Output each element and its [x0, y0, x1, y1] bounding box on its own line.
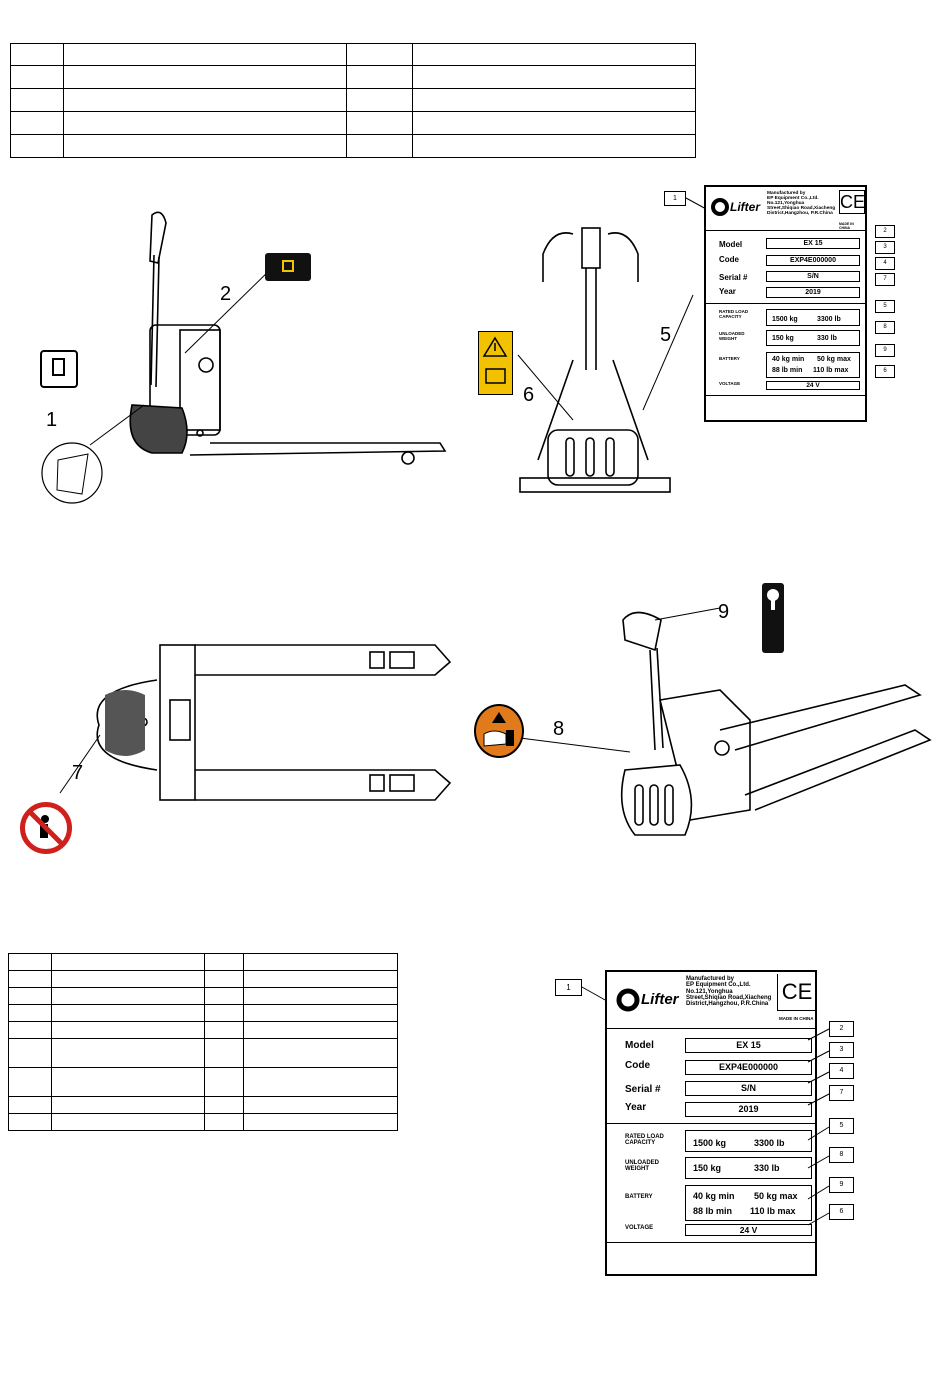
rear-view-drawing: [517, 227, 694, 493]
plate-callout-2-large: 2: [829, 1021, 854, 1037]
made-in-china-large: MADE IN CHINA: [779, 1016, 814, 1021]
plate-callout-3-large: 3: [829, 1042, 854, 1058]
callout-number-7: 7: [72, 762, 84, 784]
plate-callout-6-large: 6: [829, 1204, 854, 1220]
callout-number-8: 8: [553, 718, 565, 740]
key-switch-decal-icon: [762, 583, 784, 653]
plate-callout-1-large: 1: [555, 979, 582, 996]
battery-label: BATTERY: [719, 356, 740, 361]
serial-value: S/N: [766, 271, 860, 282]
plate-callout-7-small: 7: [875, 273, 895, 286]
code-label-large: Code: [625, 1060, 650, 1071]
plate-callout-8-small: 8: [875, 321, 895, 334]
plate-callout-4-large: 4: [829, 1063, 854, 1079]
plate-callout-7-large: 7: [829, 1085, 854, 1101]
plate-callout-4-small: 4: [875, 257, 895, 270]
model-label-large: Model: [625, 1040, 654, 1051]
serial-value-large: S/N: [685, 1081, 812, 1096]
model-label: Model: [719, 240, 743, 249]
side-view-figure: 2 1: [40, 205, 470, 510]
made-in-china: MADE IN CHINA: [839, 222, 854, 230]
plate-callout-2-small: 2: [875, 225, 895, 238]
code-value-large: EXP4E000000: [685, 1060, 812, 1075]
code-value: EXP4E000000: [766, 255, 860, 266]
side-view-drawing: [41, 211, 447, 504]
ce-mark: CE: [839, 190, 866, 214]
plate-callout-5-large: 5: [829, 1118, 854, 1134]
plate-callout-3-small: 3: [875, 241, 895, 254]
plate-callout-9-large: 9: [829, 1177, 854, 1193]
ce-mark-large: CE: [777, 974, 816, 1011]
callout-number-1: 1: [46, 409, 58, 431]
plate-callout-6-small: 6: [875, 365, 895, 378]
year-value-large: 2019: [685, 1102, 812, 1117]
callout-number-2: 2: [220, 283, 232, 305]
battery-fluid-decal-icon: [40, 350, 78, 388]
plate-callout-8-large: 8: [829, 1147, 854, 1163]
top-empty-table: [10, 43, 696, 158]
plate-callout-9-small: 9: [875, 344, 895, 357]
voltage-value: 24 V: [766, 381, 860, 390]
code-label: Code: [719, 255, 739, 264]
model-value: EX 15: [766, 238, 860, 249]
year-label-large: Year: [625, 1102, 647, 1113]
warning-read-manual-decal-icon: [478, 331, 513, 395]
year-label: Year: [719, 287, 736, 296]
voltage-value-large: 24 V: [685, 1224, 812, 1236]
hand-crush-warning-icon: [474, 704, 524, 758]
plate-callout-5-small: 5: [875, 300, 895, 313]
battery-decal-icon: [265, 253, 311, 281]
serial-label-large: Serial #: [625, 1084, 661, 1095]
rear-view-figure: [478, 220, 698, 510]
callout-number-9: 9: [718, 601, 730, 623]
top-view-figure: [95, 640, 460, 805]
callout-number-5: 5: [660, 324, 672, 346]
three-quarter-drawing: [620, 611, 932, 836]
plate-callout-1-small: 1: [664, 191, 686, 206]
three-quarter-view-figure: [605, 600, 935, 845]
callout-number-6: 6: [523, 384, 535, 406]
brand-logo-large: Lifter: [615, 987, 685, 1015]
no-riding-prohibition-icon: [20, 802, 72, 854]
top-view-drawing: [96, 644, 452, 801]
voltage-label: VOLTAGE: [719, 381, 741, 386]
brand-logo: Lifter: [710, 197, 765, 219]
voltage-label-large: VOLTAGE: [625, 1225, 654, 1231]
battery-label-large: BATTERY: [625, 1194, 653, 1200]
model-value-large: EX 15: [685, 1038, 812, 1053]
serial-label: Serial #: [719, 273, 748, 282]
bottom-empty-table: [8, 953, 398, 1131]
year-value: 2019: [766, 287, 860, 298]
